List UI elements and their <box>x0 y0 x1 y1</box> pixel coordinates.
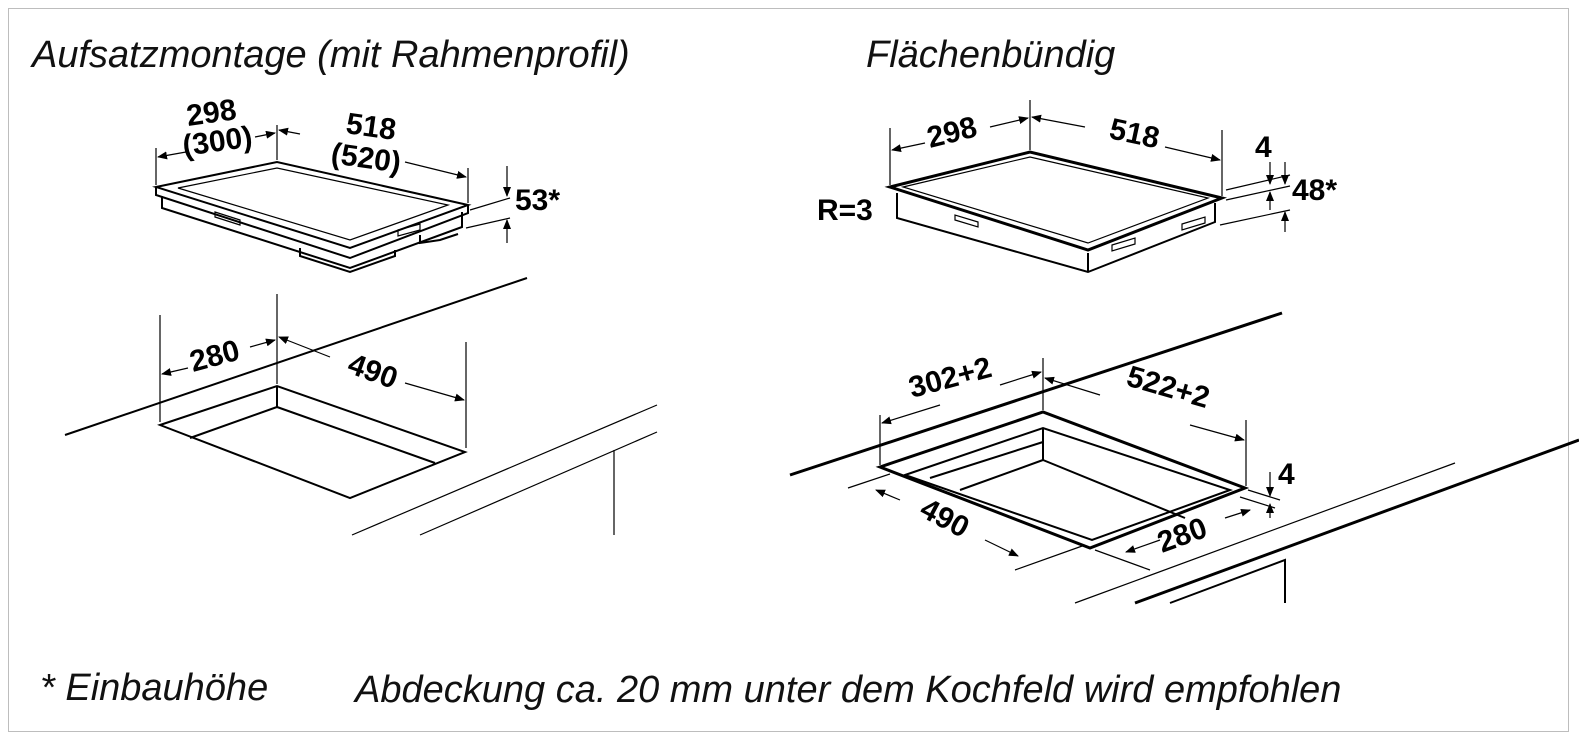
right-cutout-dimensions: 302+2 522+2 4 490 280 <box>847 351 1295 571</box>
left-hob-dimensions: 298 (300) 518 (520) 53* <box>155 93 560 243</box>
left-cutout-width: 280 <box>186 334 243 379</box>
right-hob-drawing <box>884 150 1228 274</box>
left-dim-height: 53* <box>515 184 560 217</box>
left-cutout-length: 490 <box>344 348 402 396</box>
right-dim-rim: 4 <box>1255 131 1272 164</box>
footnote-installation-height: * Einbauhöhe <box>40 667 268 709</box>
right-title: Flächenbündig <box>866 34 1115 76</box>
left-dim-width: 298 <box>184 93 238 133</box>
left-cutout-dimensions: 280 490 <box>159 294 467 448</box>
right-cutout-drawing <box>789 311 1579 605</box>
cover-recommendation: Abdeckung ca. 20 mm unter dem Kochfeld w… <box>353 669 1341 711</box>
right-radius: R=3 <box>817 194 873 227</box>
right-dim-width: 298 <box>924 111 981 155</box>
right-dim-height: 48* <box>1292 174 1337 207</box>
left-dim-length: 518 <box>344 107 398 147</box>
right-hob-dimensions: 298 518 R=3 4 48* <box>817 100 1337 232</box>
right-dim-length: 518 <box>1107 113 1163 156</box>
right-recess-depth: 4 <box>1278 458 1295 491</box>
diagram-frame <box>8 8 1569 732</box>
left-title: Aufsatzmontage (mit Rahmenprofil) <box>30 34 630 76</box>
right-cutout-length: 522+2 <box>1123 360 1213 415</box>
right-cutout-width: 302+2 <box>905 351 995 405</box>
left-cutout-drawing <box>64 277 658 536</box>
left-hob-drawing <box>152 160 472 274</box>
